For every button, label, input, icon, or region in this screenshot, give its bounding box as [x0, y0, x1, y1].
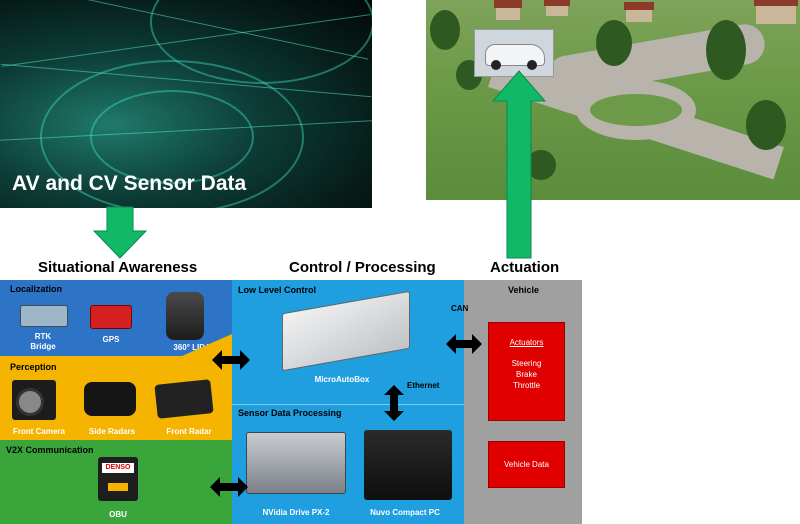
simulation-scene-image	[426, 0, 800, 200]
low-level-control-title: Low Level Control	[238, 285, 317, 295]
vehicle-title: Vehicle	[508, 285, 540, 295]
obu-label: OBU	[109, 510, 127, 519]
lidar-pointcloud-image	[0, 0, 372, 208]
control-divider	[232, 404, 464, 405]
heading-actuation: Actuation	[490, 259, 560, 276]
obu-device: DENSO	[98, 457, 138, 501]
vehicle-inset-image	[474, 29, 554, 77]
lidar-label: 360° LIDAR	[173, 343, 217, 352]
denso-logo: DENSO	[102, 463, 134, 473]
rtk-bridge-label-text: RTK Bridge	[30, 332, 56, 351]
actuator-item: Brake	[516, 370, 537, 379]
microautobox-label: MicroAutoBox	[314, 375, 370, 384]
ethernet-arrow	[384, 385, 404, 421]
can-label: CAN	[451, 304, 469, 313]
sensor-processing-title: Sensor Data Processing	[238, 408, 342, 418]
side-radars-device	[84, 382, 136, 416]
actuator-item: Throttle	[512, 381, 541, 390]
actuators-box: Actuators Steering Brake Throttle	[488, 322, 565, 421]
rtk-bridge-label: RTK Bridge	[18, 332, 68, 352]
actuator-item: Steering	[511, 359, 542, 368]
down-arrow	[92, 206, 148, 259]
front-camera-label: Front Camera	[12, 427, 65, 436]
nuvo-pc-label: Nuvo Compact PC	[370, 508, 440, 517]
heading-control-processing: Control / Processing	[289, 259, 436, 276]
front-radar-label: Front Radar	[166, 427, 212, 436]
ethernet-label: Ethernet	[407, 381, 440, 390]
v2x-title: V2X Communication	[6, 445, 94, 455]
side-radars-label: Side Radars	[88, 427, 136, 436]
sensor-data-title: AV and CV Sensor Data	[12, 172, 247, 195]
heading-situational-awareness: Situational Awareness	[38, 259, 198, 276]
nvidia-drive-device	[246, 432, 346, 494]
nvidia-drive-label: NVidia Drive PX-2	[262, 508, 330, 517]
actuators-list: Steering Brake Throttle	[489, 358, 564, 391]
actuators-title: Actuators	[509, 338, 544, 347]
obu-to-nvidia-arrow	[210, 477, 248, 497]
vehicle-data-label: Vehicle Data	[504, 460, 549, 469]
vehicle-data-box: Vehicle Data	[488, 441, 565, 488]
lidar-device	[166, 292, 204, 340]
lidar-to-control-arrow	[212, 350, 250, 370]
perception-title: Perception	[10, 362, 57, 372]
rtk-bridge-device	[20, 305, 68, 327]
control-to-vehicle-arrow	[446, 334, 482, 354]
gps-label: GPS	[102, 335, 120, 344]
front-camera-device	[12, 380, 56, 420]
up-arrow	[491, 70, 547, 259]
nuvo-pc-device	[364, 430, 452, 500]
gps-device	[90, 305, 132, 329]
localization-title: Localization	[10, 284, 63, 294]
